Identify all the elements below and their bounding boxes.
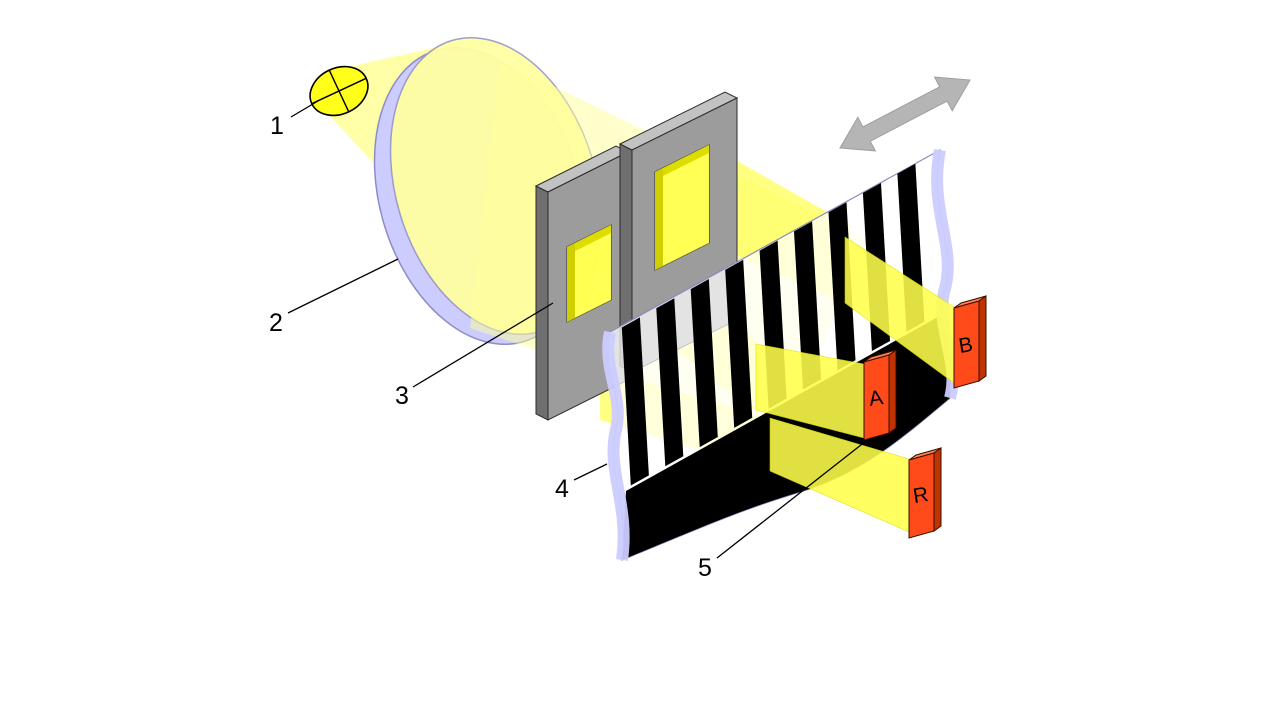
callout-2: 2	[269, 309, 283, 337]
detector-r-side	[933, 447, 942, 532]
scale-stripe	[621, 317, 649, 486]
detector-b-label: B	[957, 333, 974, 358]
scale-stripe	[690, 279, 718, 448]
scale-stripe	[794, 221, 822, 390]
detector-a: A	[863, 349, 897, 441]
mask-window-left-top-wall	[567, 225, 611, 255]
detector-b-front	[953, 300, 980, 389]
callout-3: 3	[395, 382, 409, 410]
scale-stripe	[656, 298, 684, 467]
mask-window-right	[655, 145, 709, 270]
leader-line-4	[573, 463, 608, 481]
callout-5: 5	[698, 554, 712, 582]
leader-line-2	[287, 258, 399, 314]
light-source	[309, 65, 369, 117]
detector-b-side	[978, 295, 987, 382]
detector-r-front	[908, 452, 935, 539]
leader-line-5	[716, 440, 867, 559]
detector-a-front	[863, 354, 890, 441]
scale-left-edge	[602, 330, 630, 561]
scale-stripe	[725, 259, 753, 428]
detector-a-label: A	[867, 386, 884, 411]
detector-r: R	[908, 447, 942, 539]
detector-b: B	[953, 295, 987, 389]
mask-window-left-side-wall	[567, 243, 575, 322]
motion-arrow-icon	[839, 76, 971, 152]
mask-left-side-face	[535, 185, 549, 421]
callout-1: 1	[270, 112, 284, 140]
light-source-cross-v	[328, 69, 350, 113]
leader-line-1	[290, 100, 319, 118]
detector-r-label: R	[911, 483, 930, 508]
mask-window-right-top-wall	[655, 145, 709, 180]
leader-line-3	[412, 302, 554, 388]
mask-window-right-side-wall	[655, 168, 663, 270]
mask-left-plate	[534, 145, 630, 421]
callout-4: 4	[555, 475, 569, 503]
detector-a-side	[888, 349, 897, 434]
